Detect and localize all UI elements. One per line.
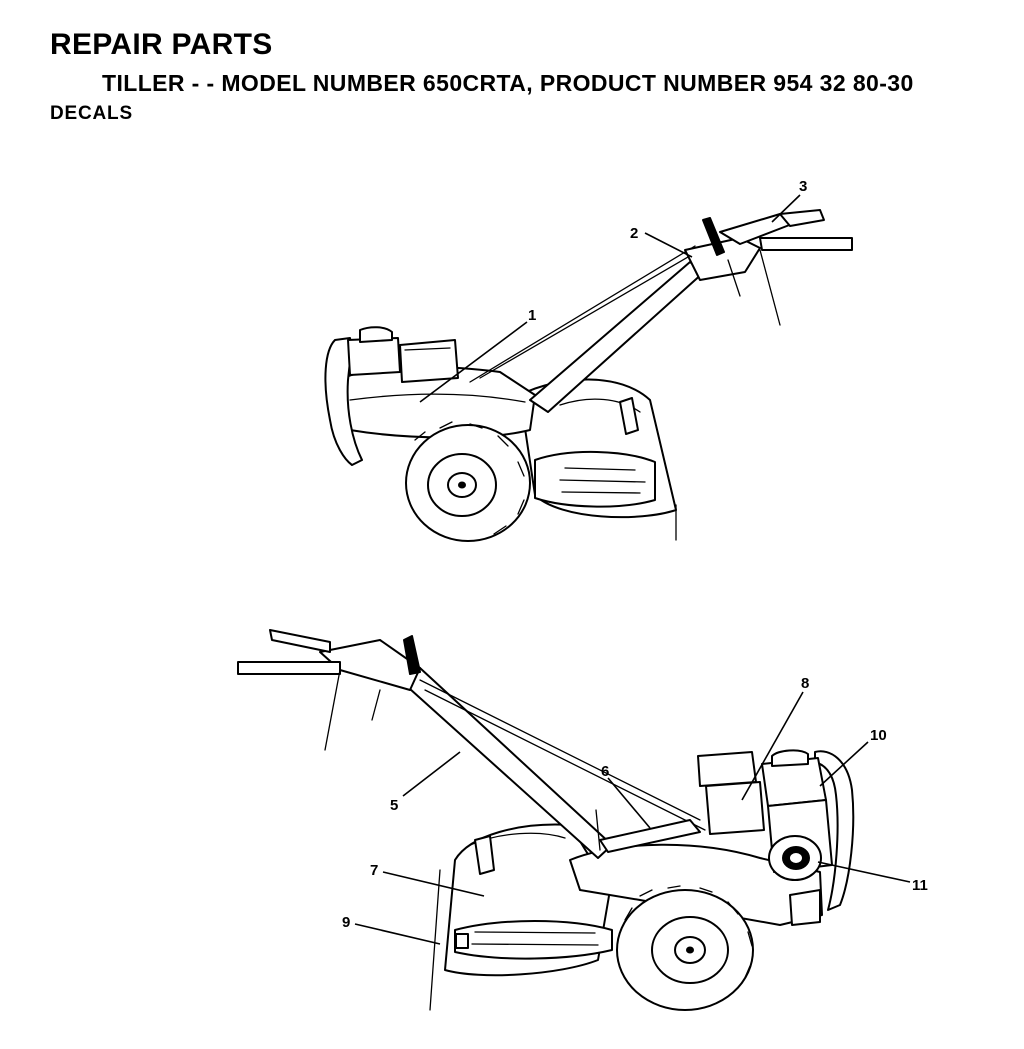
callout-label: 11 [912,877,928,894]
callout-2: 2 [630,225,693,258]
callout-9: 9 [342,914,441,945]
section-heading: DECALS [50,103,133,124]
callout-1: 1 [419,307,536,403]
callout-10: 10 [819,727,887,787]
page-title: REPAIR PARTS [50,28,273,61]
callout-3: 3 [771,178,807,223]
callout-label: 10 [870,727,887,744]
callout-label: 9 [342,914,350,931]
callout-label: 3 [799,178,807,195]
callout-6: 6 [601,763,651,829]
tiller-bottom-view [237,629,855,1011]
tiller-top-view [324,209,853,542]
callout-label: 5 [390,797,398,814]
callout-label: 6 [601,763,609,780]
callout-5: 5 [390,751,461,814]
callout-7: 7 [370,862,485,897]
callout-label: 7 [370,862,378,879]
callout-label: 8 [801,675,809,692]
callout-label: 1 [528,307,536,324]
page-subtitle: TILLER - - MODEL NUMBER 650CRTA, PRODUCT… [102,70,914,96]
callout-8: 8 [741,675,809,801]
callout-label: 2 [630,225,638,242]
callout-11: 11 [817,861,928,894]
